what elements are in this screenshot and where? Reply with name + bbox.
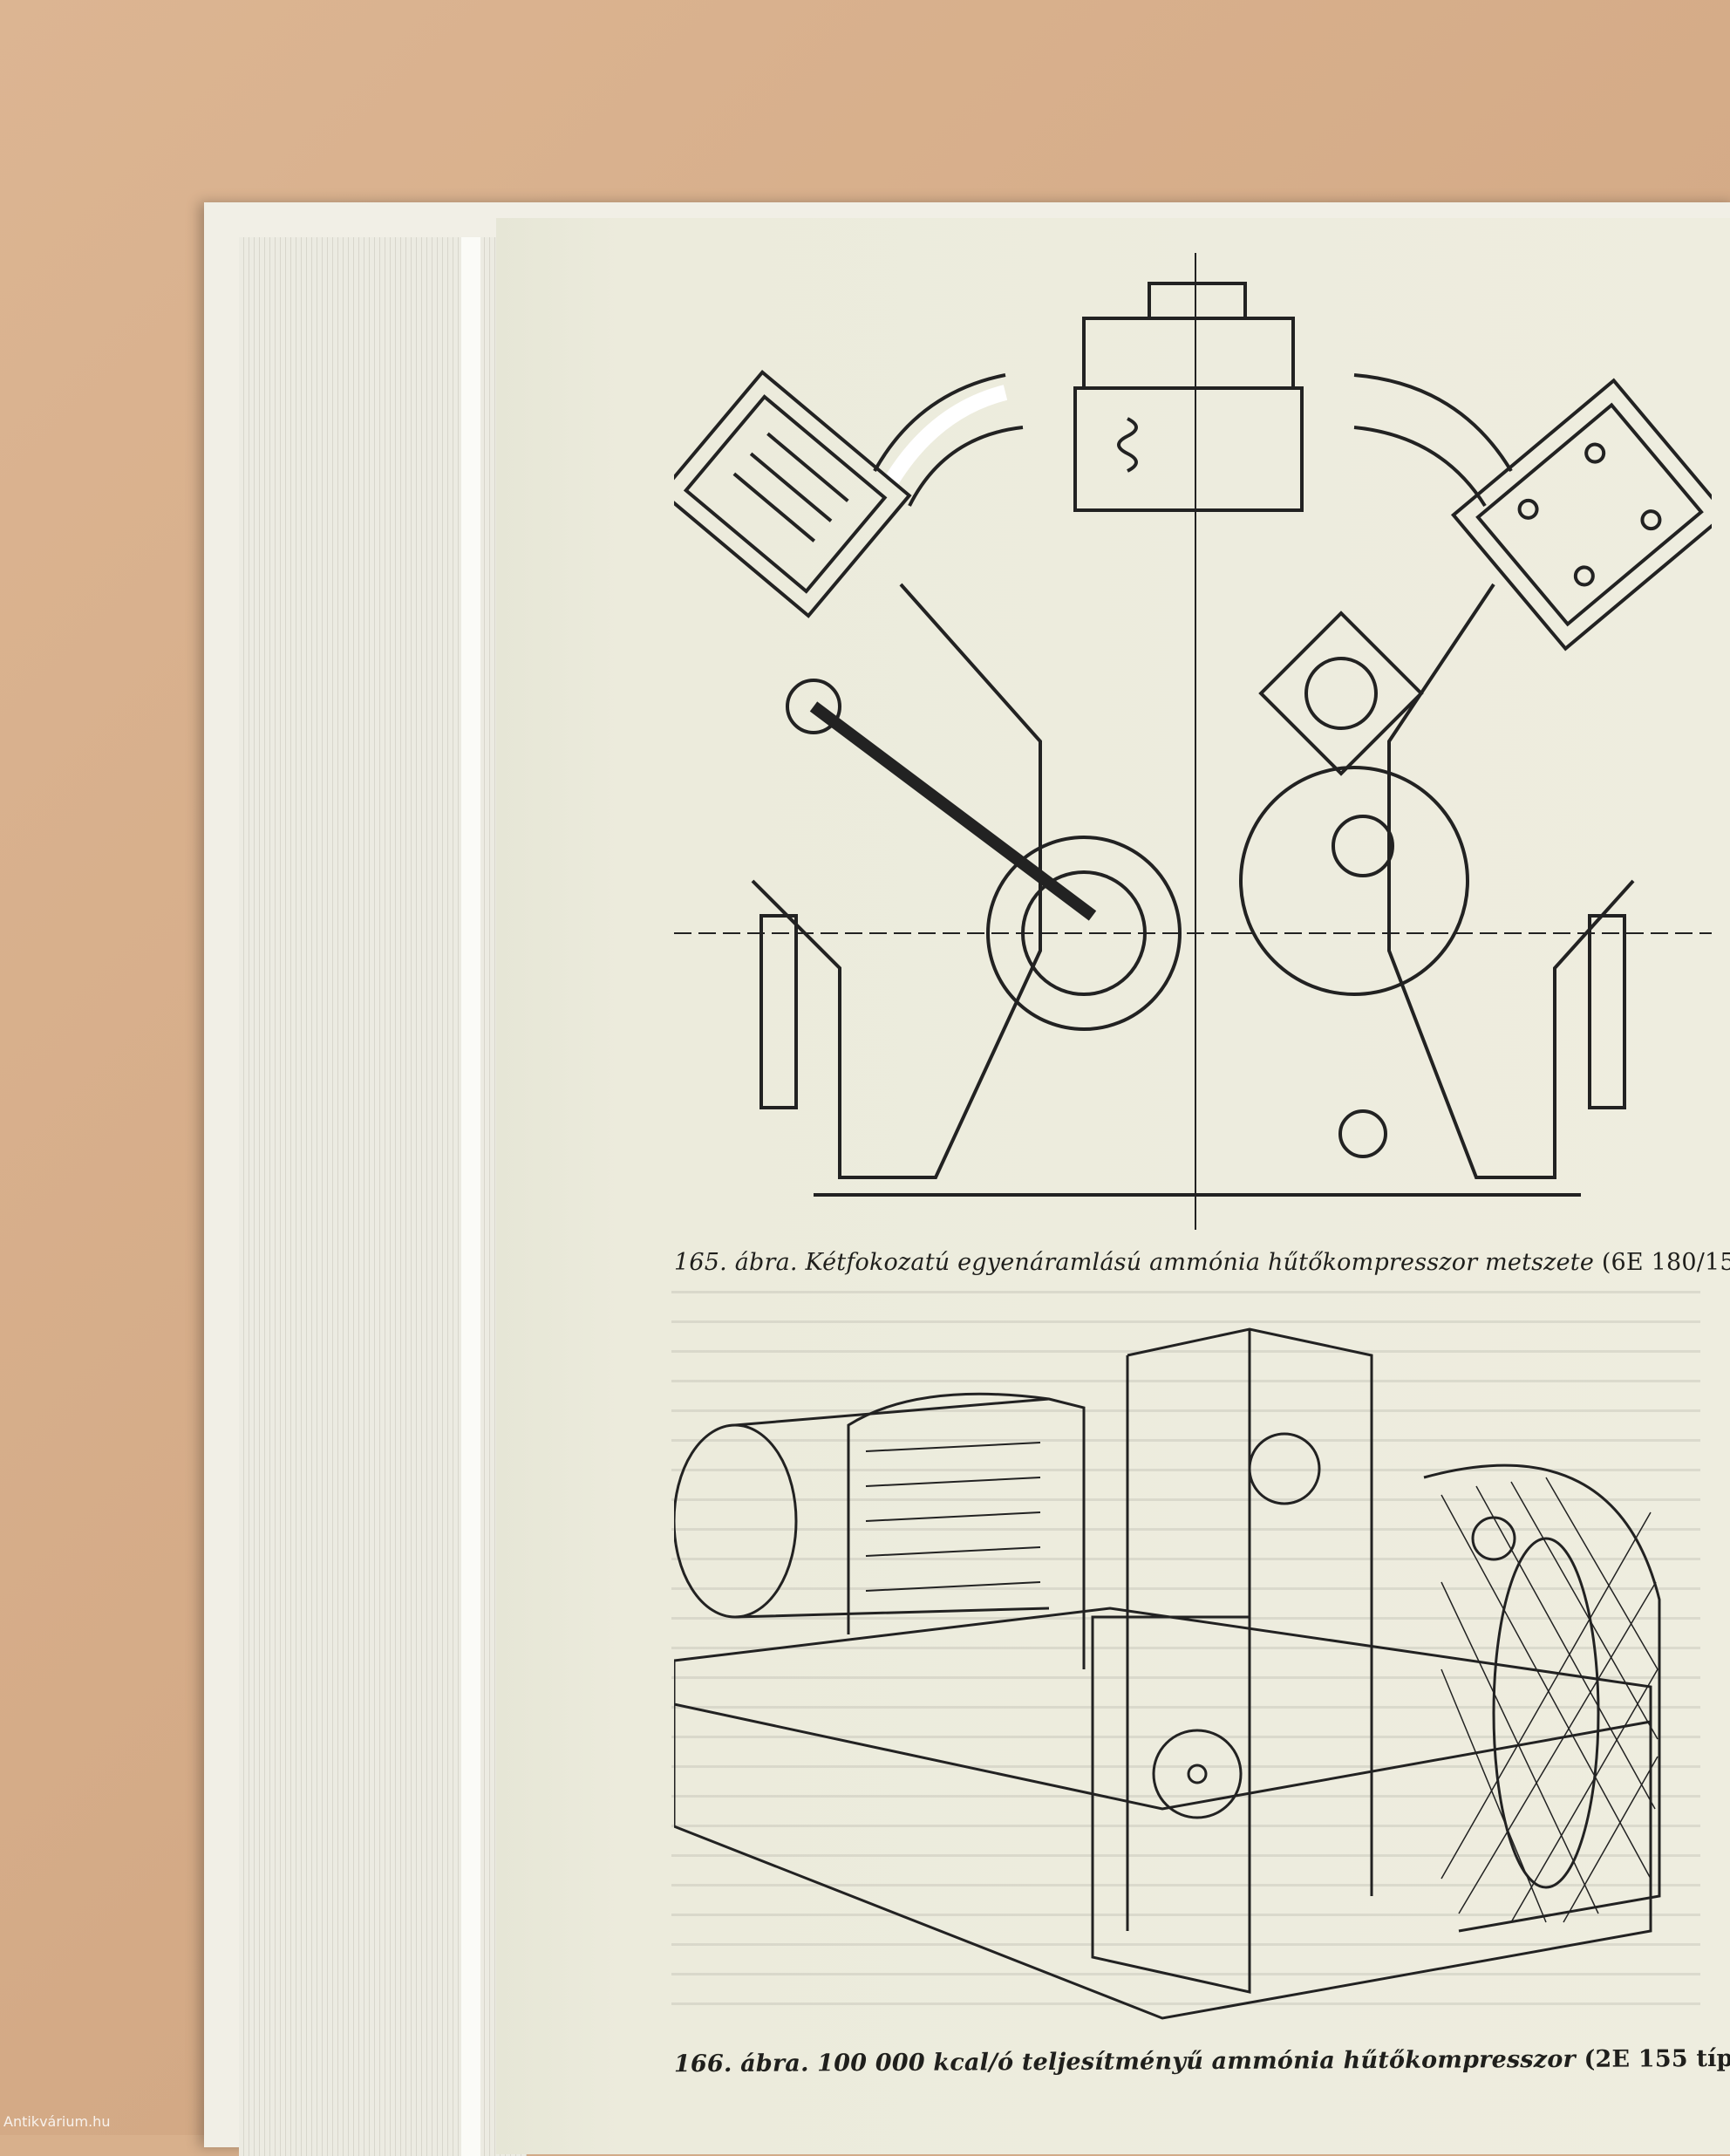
figure-166-caption: 166. ábra. 100 000 kcal/ó teljesítményű …	[674, 2045, 1730, 2078]
figure-caption-text: 165. ábra. Kétfokozatú egyenáramlású amm…	[674, 1249, 1595, 1276]
figure-type-note: (2E 155 típ.)	[1584, 2044, 1730, 2073]
bleed-through-text	[671, 1291, 1700, 2006]
page-edges	[239, 237, 527, 2156]
compressor-cross-section-drawing	[674, 253, 1712, 1230]
book-page	[496, 218, 1730, 2154]
compressor-perspective-drawing	[674, 1327, 1661, 2020]
figure-caption-text: 166. ábra. 100 000 kcal/ó teljesítményű …	[673, 2045, 1576, 2078]
figure-165-caption: 165. ábra. Kétfokozatú egyenáramlású amm…	[674, 1249, 1730, 1276]
watermark: Antikvárium.hu	[3, 2113, 111, 2130]
figure-type-note: (6E 180/155. típ.)	[1601, 1249, 1730, 1276]
